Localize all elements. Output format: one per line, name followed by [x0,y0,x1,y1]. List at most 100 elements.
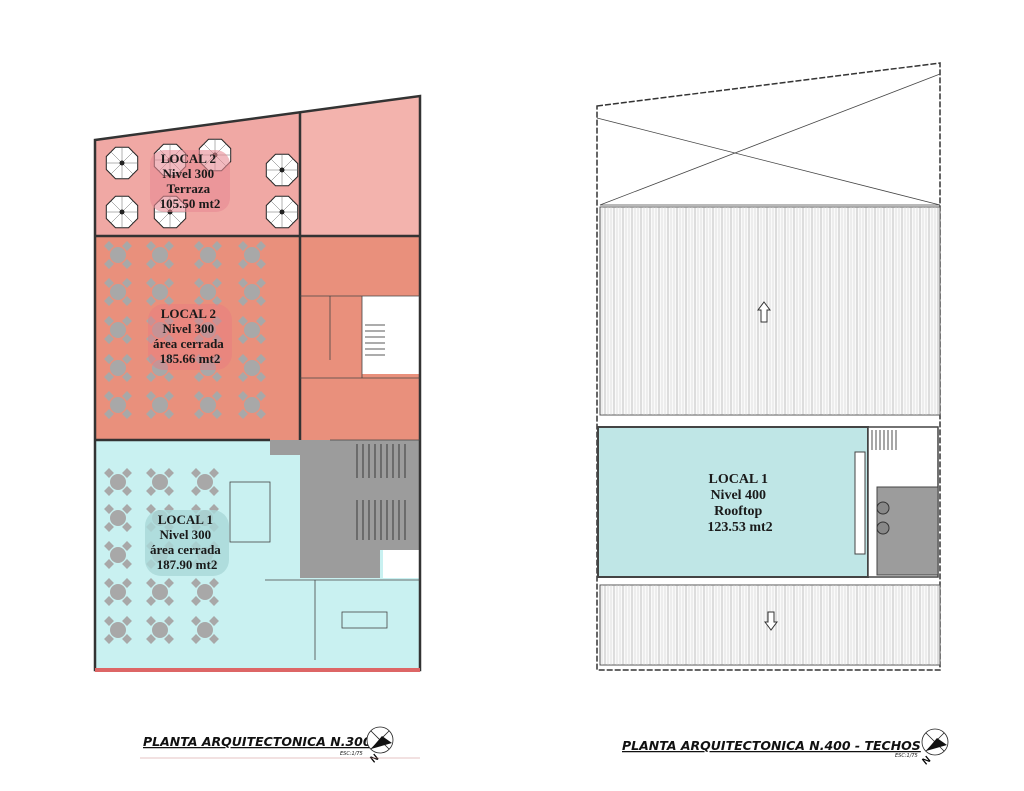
chair [191,486,201,496]
area-label: LOCAL 1 Nivel 400 Rooftop 123.53 mt2 [707,472,772,535]
stairs [356,324,406,540]
chair [146,278,156,288]
table [200,360,216,376]
ac-unit-icon [876,521,890,535]
bar-counter [229,481,271,543]
chair [238,296,248,306]
chair [104,541,114,551]
chair [146,354,156,364]
table [244,322,260,338]
chair [146,372,156,382]
chair [146,296,156,306]
chair [146,409,156,419]
table [200,284,216,300]
chair [104,559,114,569]
chair [238,259,248,269]
chair [122,241,132,251]
chair [191,634,201,644]
chair [164,354,174,364]
table [152,322,168,338]
table [110,474,126,490]
chair [104,522,114,532]
chair [164,259,174,269]
chair [191,596,201,606]
chair [122,559,132,569]
area-label: LOCAL 1 Nivel 300 área cerrada 187.90 mt… [150,512,224,572]
chair [104,616,114,626]
chair [209,486,219,496]
chair [164,316,174,326]
chair [256,409,266,419]
chair [122,596,132,606]
chair [212,372,222,382]
chair [194,409,204,419]
table [200,322,216,338]
svg-text:N: N [920,754,933,767]
table [244,247,260,263]
chair [164,372,174,382]
chair [212,241,222,251]
chair [212,354,222,364]
chair [212,334,222,344]
chair [256,316,266,326]
table [110,510,126,526]
chair [238,391,248,401]
chair [194,372,204,382]
chair [238,278,248,288]
umbrella-pole [119,209,125,215]
chair [256,391,266,401]
stairs [871,430,897,450]
area-label-bg [148,304,232,370]
chair [164,391,174,401]
chair [122,541,132,551]
chair [164,634,174,644]
umbrella-pole [119,160,125,166]
table [244,397,260,413]
roof-line [596,117,941,206]
umbrella-pole [279,167,285,173]
chair [209,578,219,588]
table [197,474,213,490]
chair [146,504,156,514]
chair [194,391,204,401]
area-label: LOCAL 2 Nivel 300 área cerrada 185.66 mt… [153,306,227,366]
chair [256,296,266,306]
chair [194,296,204,306]
chair [256,259,266,269]
chair [146,316,156,326]
slope-arrow-up-icon [757,301,771,323]
chair [146,616,156,626]
chair [194,334,204,344]
chair [256,334,266,344]
table [110,322,126,338]
chair [122,522,132,532]
chair [164,596,174,606]
chair [164,578,174,588]
chair [164,409,174,419]
stairwell-upper [362,296,420,374]
area-label: LOCAL 2 Nivel 300 Terraza 105.50 mt2 [160,151,221,211]
table [152,360,168,376]
table [110,247,126,263]
chair [104,596,114,606]
chair [194,278,204,288]
area-label-bg [145,510,229,576]
tables [104,241,266,644]
chair [194,316,204,326]
chair [212,259,222,269]
chair [209,596,219,606]
table [152,622,168,638]
chair [122,616,132,626]
chair [209,468,219,478]
chair [164,468,174,478]
north-arrow-icon: N [366,726,394,765]
chair [146,578,156,588]
chair [146,391,156,401]
svg-text:N: N [368,752,381,765]
chair [238,372,248,382]
table [110,622,126,638]
chair [194,354,204,364]
chair [164,296,174,306]
rooftop-area [597,426,869,578]
